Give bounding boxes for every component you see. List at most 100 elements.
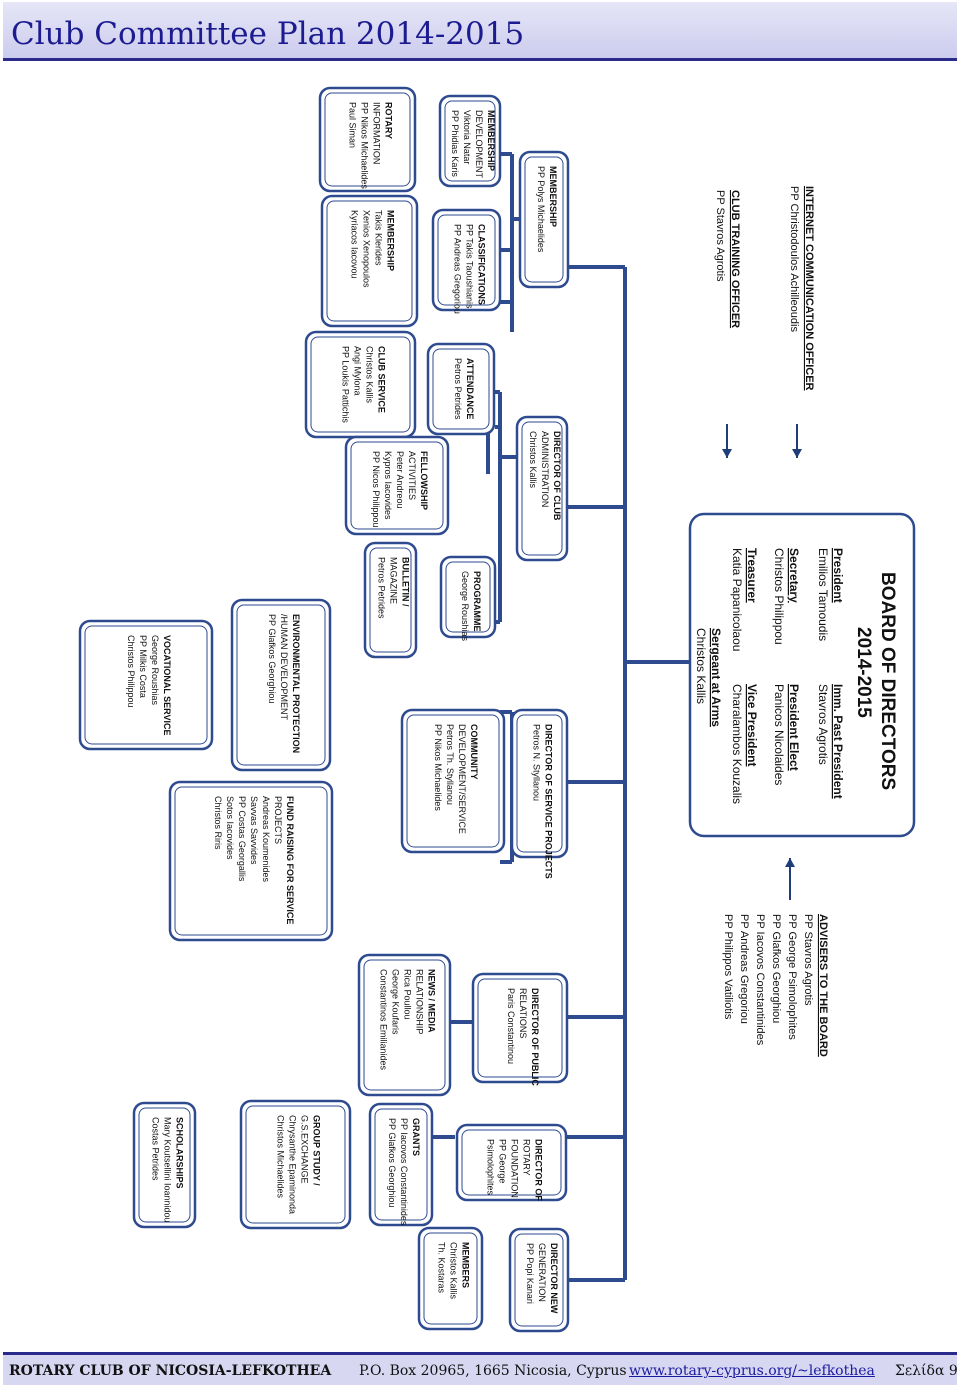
box-inner-frame [444,100,496,182]
committee-line: FELLOWSHIP [419,451,429,510]
box-frame [230,598,332,772]
committee-line: Costas Petrides [151,1117,161,1181]
box-frame [510,708,569,859]
footer-rule [3,1352,957,1355]
committee-line: Chrysanthe Epaminonda [288,1115,298,1214]
board-role: President [831,548,845,603]
box-inner-frame [374,1108,428,1221]
committee-box-fund-raising: FUND RAISING FOR SERVICEPROJECTSAndreas … [168,780,334,942]
box-frame [344,435,450,536]
committee-line: PP Popi Kanari [525,1243,535,1304]
box-frame [518,150,570,289]
committee-line: Psimolophites [486,1139,496,1196]
committee-line: CLASSIFICATIONS [477,224,487,305]
committee-line: Christos Kallis [449,1242,459,1300]
box-inner-frame [521,421,563,556]
board-member-name: Christos Philippou [772,548,786,645]
committee-line: FUND RAISING FOR SERVICE [285,796,295,924]
board-member-name: Stavros Agrotis [816,684,830,765]
committee-line: MAGAZINE [389,557,399,604]
committee-line: PP Glafkos Georghiou [267,614,277,703]
committee-line: Paris Constantinou [506,988,516,1064]
committee-line: Rica Poullou [403,969,413,1020]
box-frame [318,86,417,193]
box-inner-frame [245,1105,346,1224]
committee-line: SCHOLARSHIPS [175,1117,185,1189]
committee-line: CLUB SERVICE [377,346,387,413]
header-rule [3,58,957,61]
box-inner-frame [138,1107,191,1223]
arrow-training-officer-head [722,449,732,458]
board-member-name: Emilios Tamoudis [816,548,830,641]
committee-line: ACTIVITIES [407,451,417,500]
committee-line: PP Phidias Karis [450,110,460,177]
committee-line: George Roushias [460,571,470,642]
committee-line: MEMBERS [461,1242,471,1288]
board-role: Treasurer [745,548,759,603]
footer-website-link[interactable]: www.rotary-cyprus.org/~lefkothea [629,1363,875,1379]
box-frame [508,1227,570,1333]
box-inner-frame [477,978,563,1078]
box-inner-frame [350,441,444,530]
committee-line: VOCATIONAL SERVICE [162,635,172,736]
committee-line: GROUP STUDY / [312,1115,322,1186]
committee-line: MEMBERSHIP [486,110,496,171]
box-inner-frame [363,959,446,1091]
committee-line: Kyriacos Iacovou [350,210,360,279]
committee-line: PROJECTS [273,796,283,844]
box-inner-frame [236,604,326,766]
box-frame [168,780,334,942]
committee-line: Petros Petrides [453,358,463,420]
committee-line: ROTARY [522,1139,532,1176]
board-year: 2014-2015 [853,627,874,718]
box-inner-frame [437,214,496,306]
committee-line: MEMBERSHIP [548,166,558,227]
committee-line: COMMUNITY [469,724,479,780]
board-member-name: Christos Kallis [694,628,708,704]
committee-line: Takis Klerides [374,210,384,266]
committee-line: Savvas Savvides [249,796,259,865]
committee-line: DIRECTOR OF SERVICE PROJECTS [544,724,554,879]
officer-title: INTERNET COMMUNICATION OFFICER [803,186,815,391]
box-inner-frame [369,547,412,653]
board-member-name: Panicos Nicolaides [772,684,786,785]
committee-line: MEMBERSHIP [386,210,396,271]
box-frame [368,1102,434,1227]
box-frame [439,555,497,639]
committee-line: Christos Philippou [126,635,136,708]
committee-line: PP Andreas Gregoriou [453,224,463,314]
officer-title: CLUB TRAINING OFFICER [729,190,741,328]
committee-line: Andreas Koumenides [261,796,271,883]
committee-line: DIRECTOR OF CLUB [552,431,562,521]
committee-line: G.S.EXCHANGE [300,1115,310,1184]
board-role: Secretary [787,548,801,603]
committee-line: PP Nicos Philippou [371,451,381,527]
officer-name: PP Christodoulos Achilleoudis [788,186,800,332]
committee-line: DEVELOPMENT [474,110,484,179]
box-frame [400,708,506,854]
page-footer: ROTARY CLUB OF NICOSIA-LEFKOTHEA P.O. Bo… [3,1355,958,1385]
box-frame [438,94,502,188]
box-frame [426,342,496,436]
box-frame [688,512,916,838]
officer-name: PP Stavros Agrotis [714,190,726,282]
committee-line: George Roushias [150,635,160,706]
committee-line: Viktoria Natar [462,110,472,164]
committee-line: FOUNDATION [510,1139,520,1198]
committee-line: Petros Th. Styllanou [445,724,455,805]
board-member-name: Charalambos Kouzalis [730,684,744,804]
